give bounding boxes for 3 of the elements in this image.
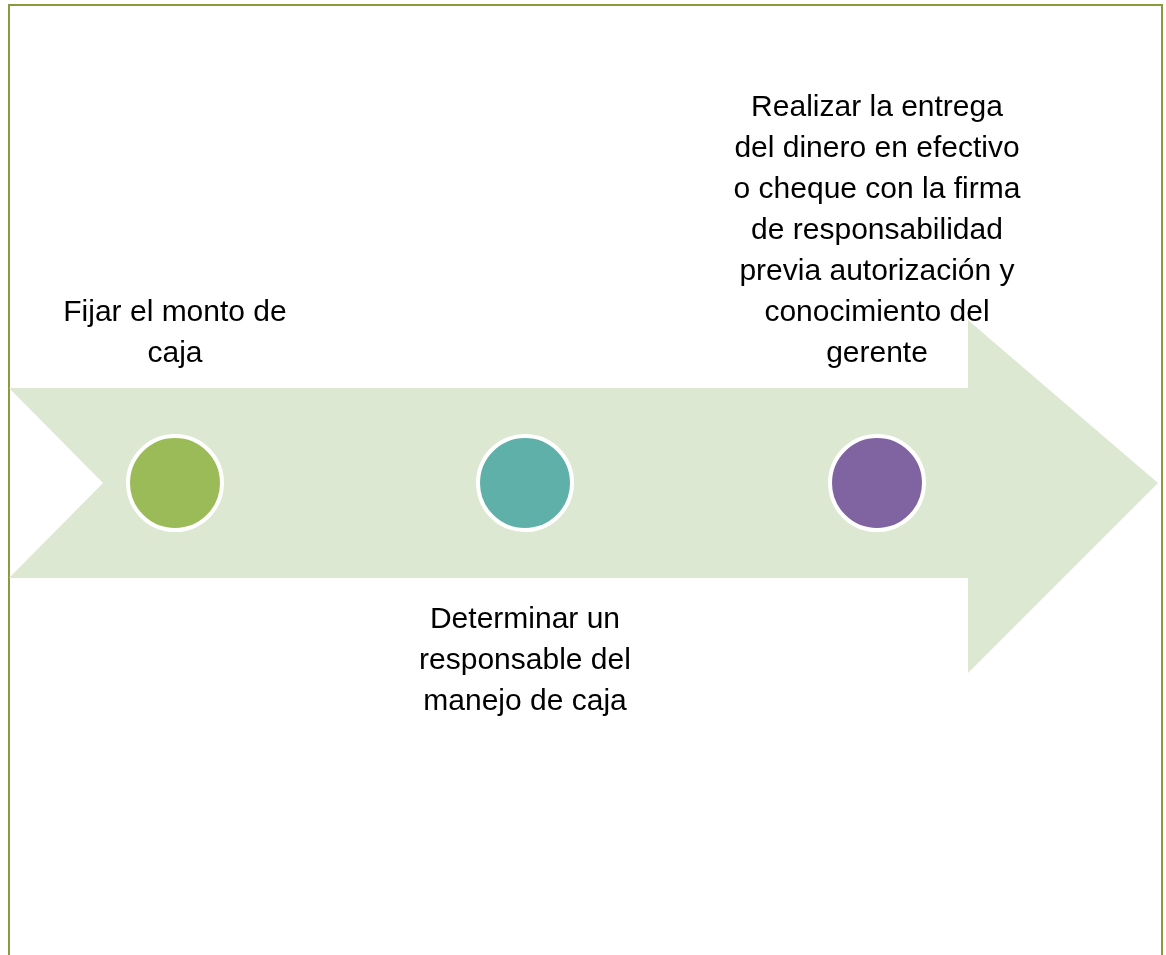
step-description: Realizar la entrega del dinero en efectivo o cheque con la firma de responsabilidad previa autorización y conocimiento del gerente [732, 88, 1022, 370]
step-description: Determinar un responsable del manejo de caja [418, 600, 632, 718]
step-description: Fijar el monto de caja [62, 293, 288, 370]
